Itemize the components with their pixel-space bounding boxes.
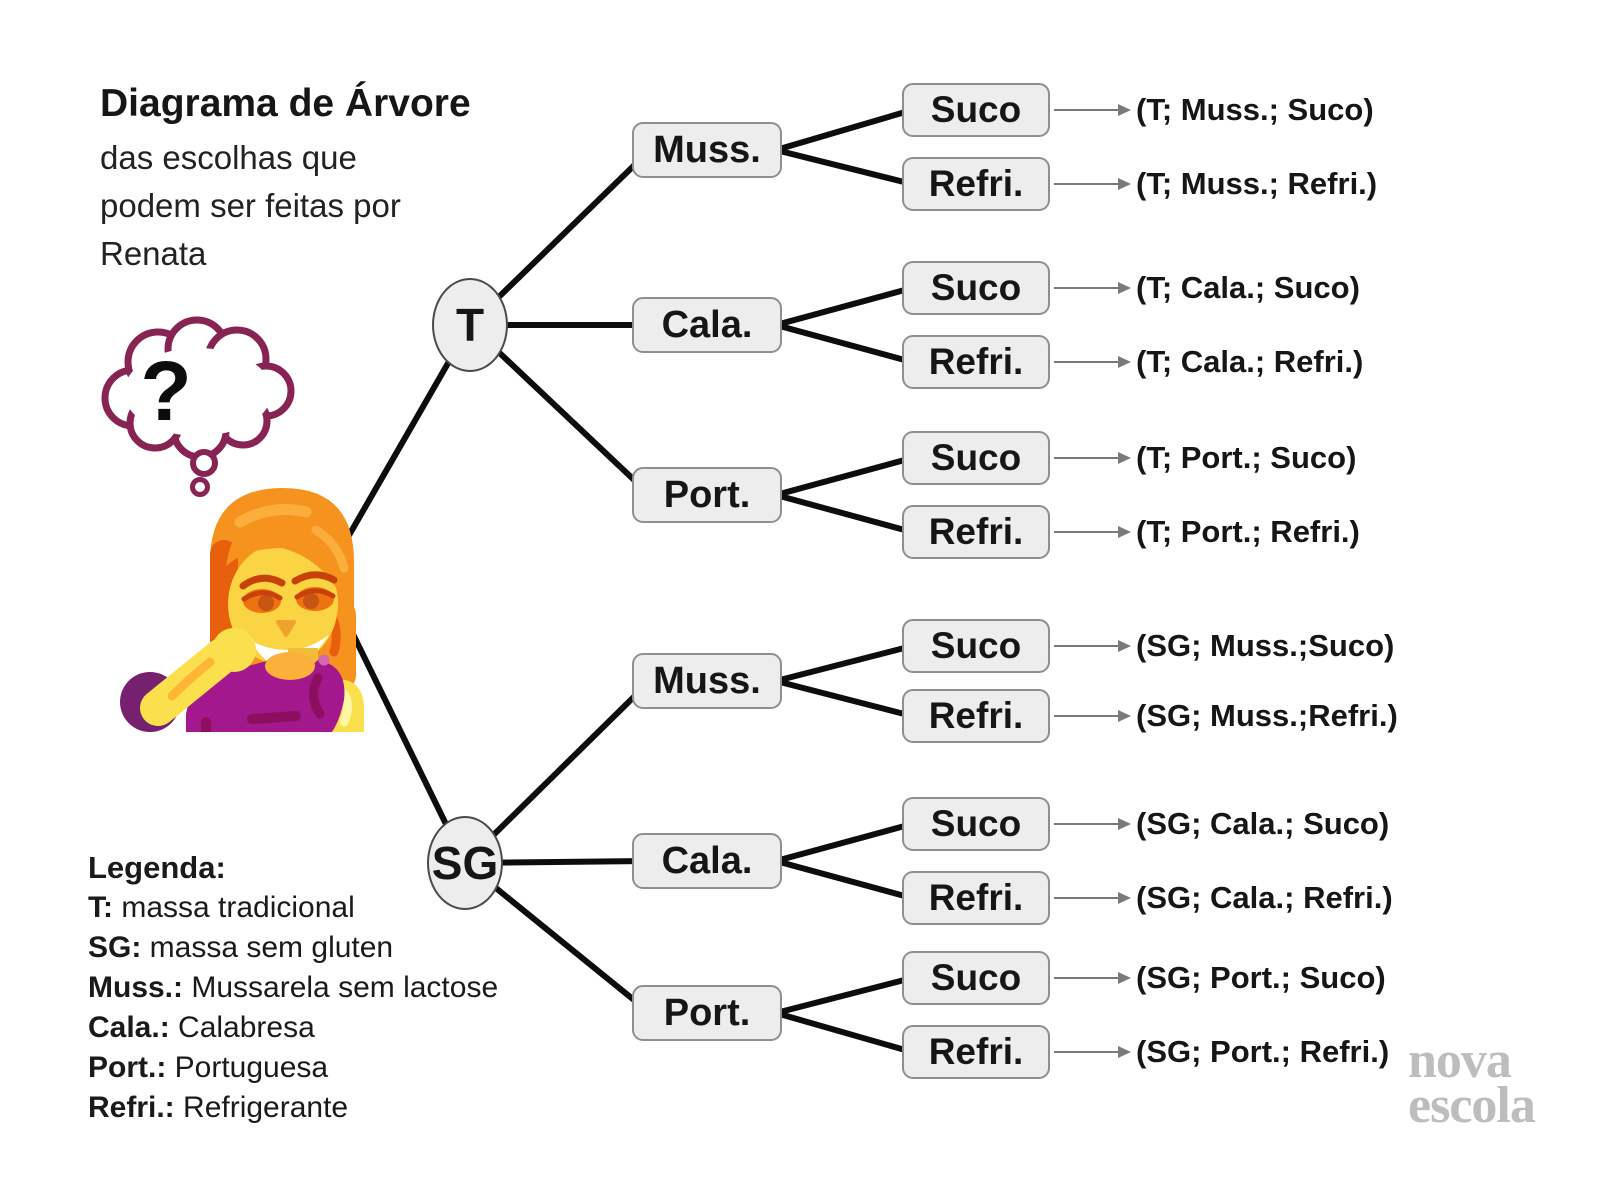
legend-term: Port.: bbox=[88, 1051, 167, 1084]
branch-label: Muss. bbox=[653, 659, 761, 702]
leaf-label: Refri. bbox=[928, 511, 1024, 552]
legend-item: T: massa tradicional bbox=[88, 888, 498, 928]
branch-box-sg-port: Port. bbox=[632, 985, 782, 1041]
outcome-label: (SG; Muss.;Suco) bbox=[1136, 628, 1395, 663]
outcome-label: (SG; Cala.; Refri.) bbox=[1136, 880, 1393, 915]
outcome-label: (SG; Cala.; Suco) bbox=[1136, 806, 1390, 841]
nova-escola-watermark: nova escola bbox=[1408, 1032, 1536, 1134]
watermark-line1: nova bbox=[1408, 1032, 1512, 1089]
branch-label: Cala. bbox=[661, 839, 753, 882]
outcome-label: (SG; Muss.;Refri.) bbox=[1136, 698, 1398, 733]
legend-definition: massa sem gluten bbox=[141, 931, 394, 964]
legend-item: Muss.: Mussarela sem lactose bbox=[88, 968, 498, 1008]
branch-box-t-port: Port. bbox=[632, 467, 782, 523]
leaf-label: Refri. bbox=[928, 695, 1024, 736]
branch-label: Cala. bbox=[661, 303, 753, 346]
thought-bubble-icon: ? bbox=[101, 316, 295, 497]
legend-heading: Legenda: bbox=[88, 850, 226, 885]
outcome-label: (T; Muss.; Refri.) bbox=[1136, 166, 1378, 201]
node-SG-label: SG bbox=[431, 837, 499, 889]
outcome-label: (T; Port.; Refri.) bbox=[1136, 514, 1360, 549]
node-T: T bbox=[432, 278, 508, 372]
branch-box-sg-cala: Cala. bbox=[632, 833, 782, 889]
legend-term: Muss.: bbox=[88, 971, 184, 1004]
leaf-box: Refri. bbox=[902, 335, 1050, 389]
leaf-box: Suco bbox=[902, 83, 1050, 137]
leaf-label: Suco bbox=[930, 957, 1022, 998]
outcome-label: (SG; Port.; Suco) bbox=[1136, 960, 1386, 995]
branch-label: Port. bbox=[663, 991, 751, 1034]
leaf-box: Refri. bbox=[902, 157, 1050, 211]
leaf-box: Suco bbox=[902, 261, 1050, 315]
node-T-label: T bbox=[455, 299, 485, 351]
leaf-box: Refri. bbox=[902, 871, 1050, 925]
legend-item: Port.: Portuguesa bbox=[88, 1048, 498, 1088]
legend-definition: Calabresa bbox=[169, 1011, 315, 1044]
page-title: Diagrama de Árvore bbox=[100, 82, 471, 125]
branch-box-sg-muss: Muss. bbox=[632, 653, 782, 709]
page-subtitle: das escolhas que podem ser feitas por Re… bbox=[100, 134, 471, 278]
outcome-arrows bbox=[1054, 104, 1131, 1058]
legend-definition: Mussarela sem lactose bbox=[183, 971, 499, 1004]
renata-illustration bbox=[120, 488, 364, 732]
legend-definition: massa tradicional bbox=[113, 891, 355, 924]
leaf-box: Suco bbox=[902, 431, 1050, 485]
leaf-box: Refri. bbox=[902, 1025, 1050, 1079]
leaf-label: Suco bbox=[930, 437, 1022, 478]
leaf-box: Refri. bbox=[902, 505, 1050, 559]
leaf-label: Refri. bbox=[928, 1031, 1024, 1072]
leaf-label: Suco bbox=[930, 89, 1022, 130]
question-mark-icon: ? bbox=[140, 344, 191, 438]
outcome-label: (T; Muss.; Suco) bbox=[1136, 92, 1374, 127]
leaf-box: Suco bbox=[902, 797, 1050, 851]
legend-term: Refri.: bbox=[88, 1091, 175, 1124]
legend-term: SG: bbox=[88, 931, 142, 964]
legend-definition: Refrigerante bbox=[174, 1091, 349, 1124]
legend-term: Cala.: bbox=[88, 1011, 170, 1044]
subtitle-line: Renata bbox=[100, 235, 207, 272]
leaf-box: Suco bbox=[902, 619, 1050, 673]
legend-term: T: bbox=[88, 891, 113, 924]
legend-definition: Portuguesa bbox=[166, 1051, 329, 1084]
subtitle-line: das escolhas que bbox=[100, 139, 357, 176]
branch-label: Port. bbox=[663, 473, 751, 516]
leaf-label: Suco bbox=[930, 625, 1022, 666]
branch-label: Muss. bbox=[653, 128, 761, 171]
leaf-box: Refri. bbox=[902, 689, 1050, 743]
legend-item: SG: massa sem gluten bbox=[88, 928, 498, 968]
leaf-label: Refri. bbox=[928, 163, 1024, 204]
leaf-label: Suco bbox=[930, 803, 1022, 844]
legend: Legenda: T: massa tradicional SG: massa … bbox=[88, 848, 498, 1128]
legend-item: Cala.: Calabresa bbox=[88, 1008, 498, 1048]
outcome-label: (SG; Port.; Refri.) bbox=[1136, 1034, 1390, 1069]
leaf-label: Refri. bbox=[928, 341, 1024, 382]
outcome-label: (T; Cala.; Refri.) bbox=[1136, 344, 1364, 379]
leaf-label: Suco bbox=[930, 267, 1022, 308]
node-SG: SG bbox=[427, 816, 503, 910]
watermark-line2: escola bbox=[1408, 1077, 1536, 1134]
legend-item: Refri.: Refrigerante bbox=[88, 1088, 498, 1128]
leaf-label: Refri. bbox=[928, 877, 1024, 918]
outcome-label: (T; Cala.; Suco) bbox=[1136, 270, 1360, 305]
subtitle-line: podem ser feitas por bbox=[100, 187, 401, 224]
branch-box-t-muss: Muss. bbox=[632, 122, 782, 178]
outcome-label: (T; Port.; Suco) bbox=[1136, 440, 1357, 475]
leaf-box: Suco bbox=[902, 951, 1050, 1005]
title-block: Diagrama de Árvore das escolhas que pode… bbox=[100, 82, 471, 278]
branch-box-t-cala: Cala. bbox=[632, 297, 782, 353]
